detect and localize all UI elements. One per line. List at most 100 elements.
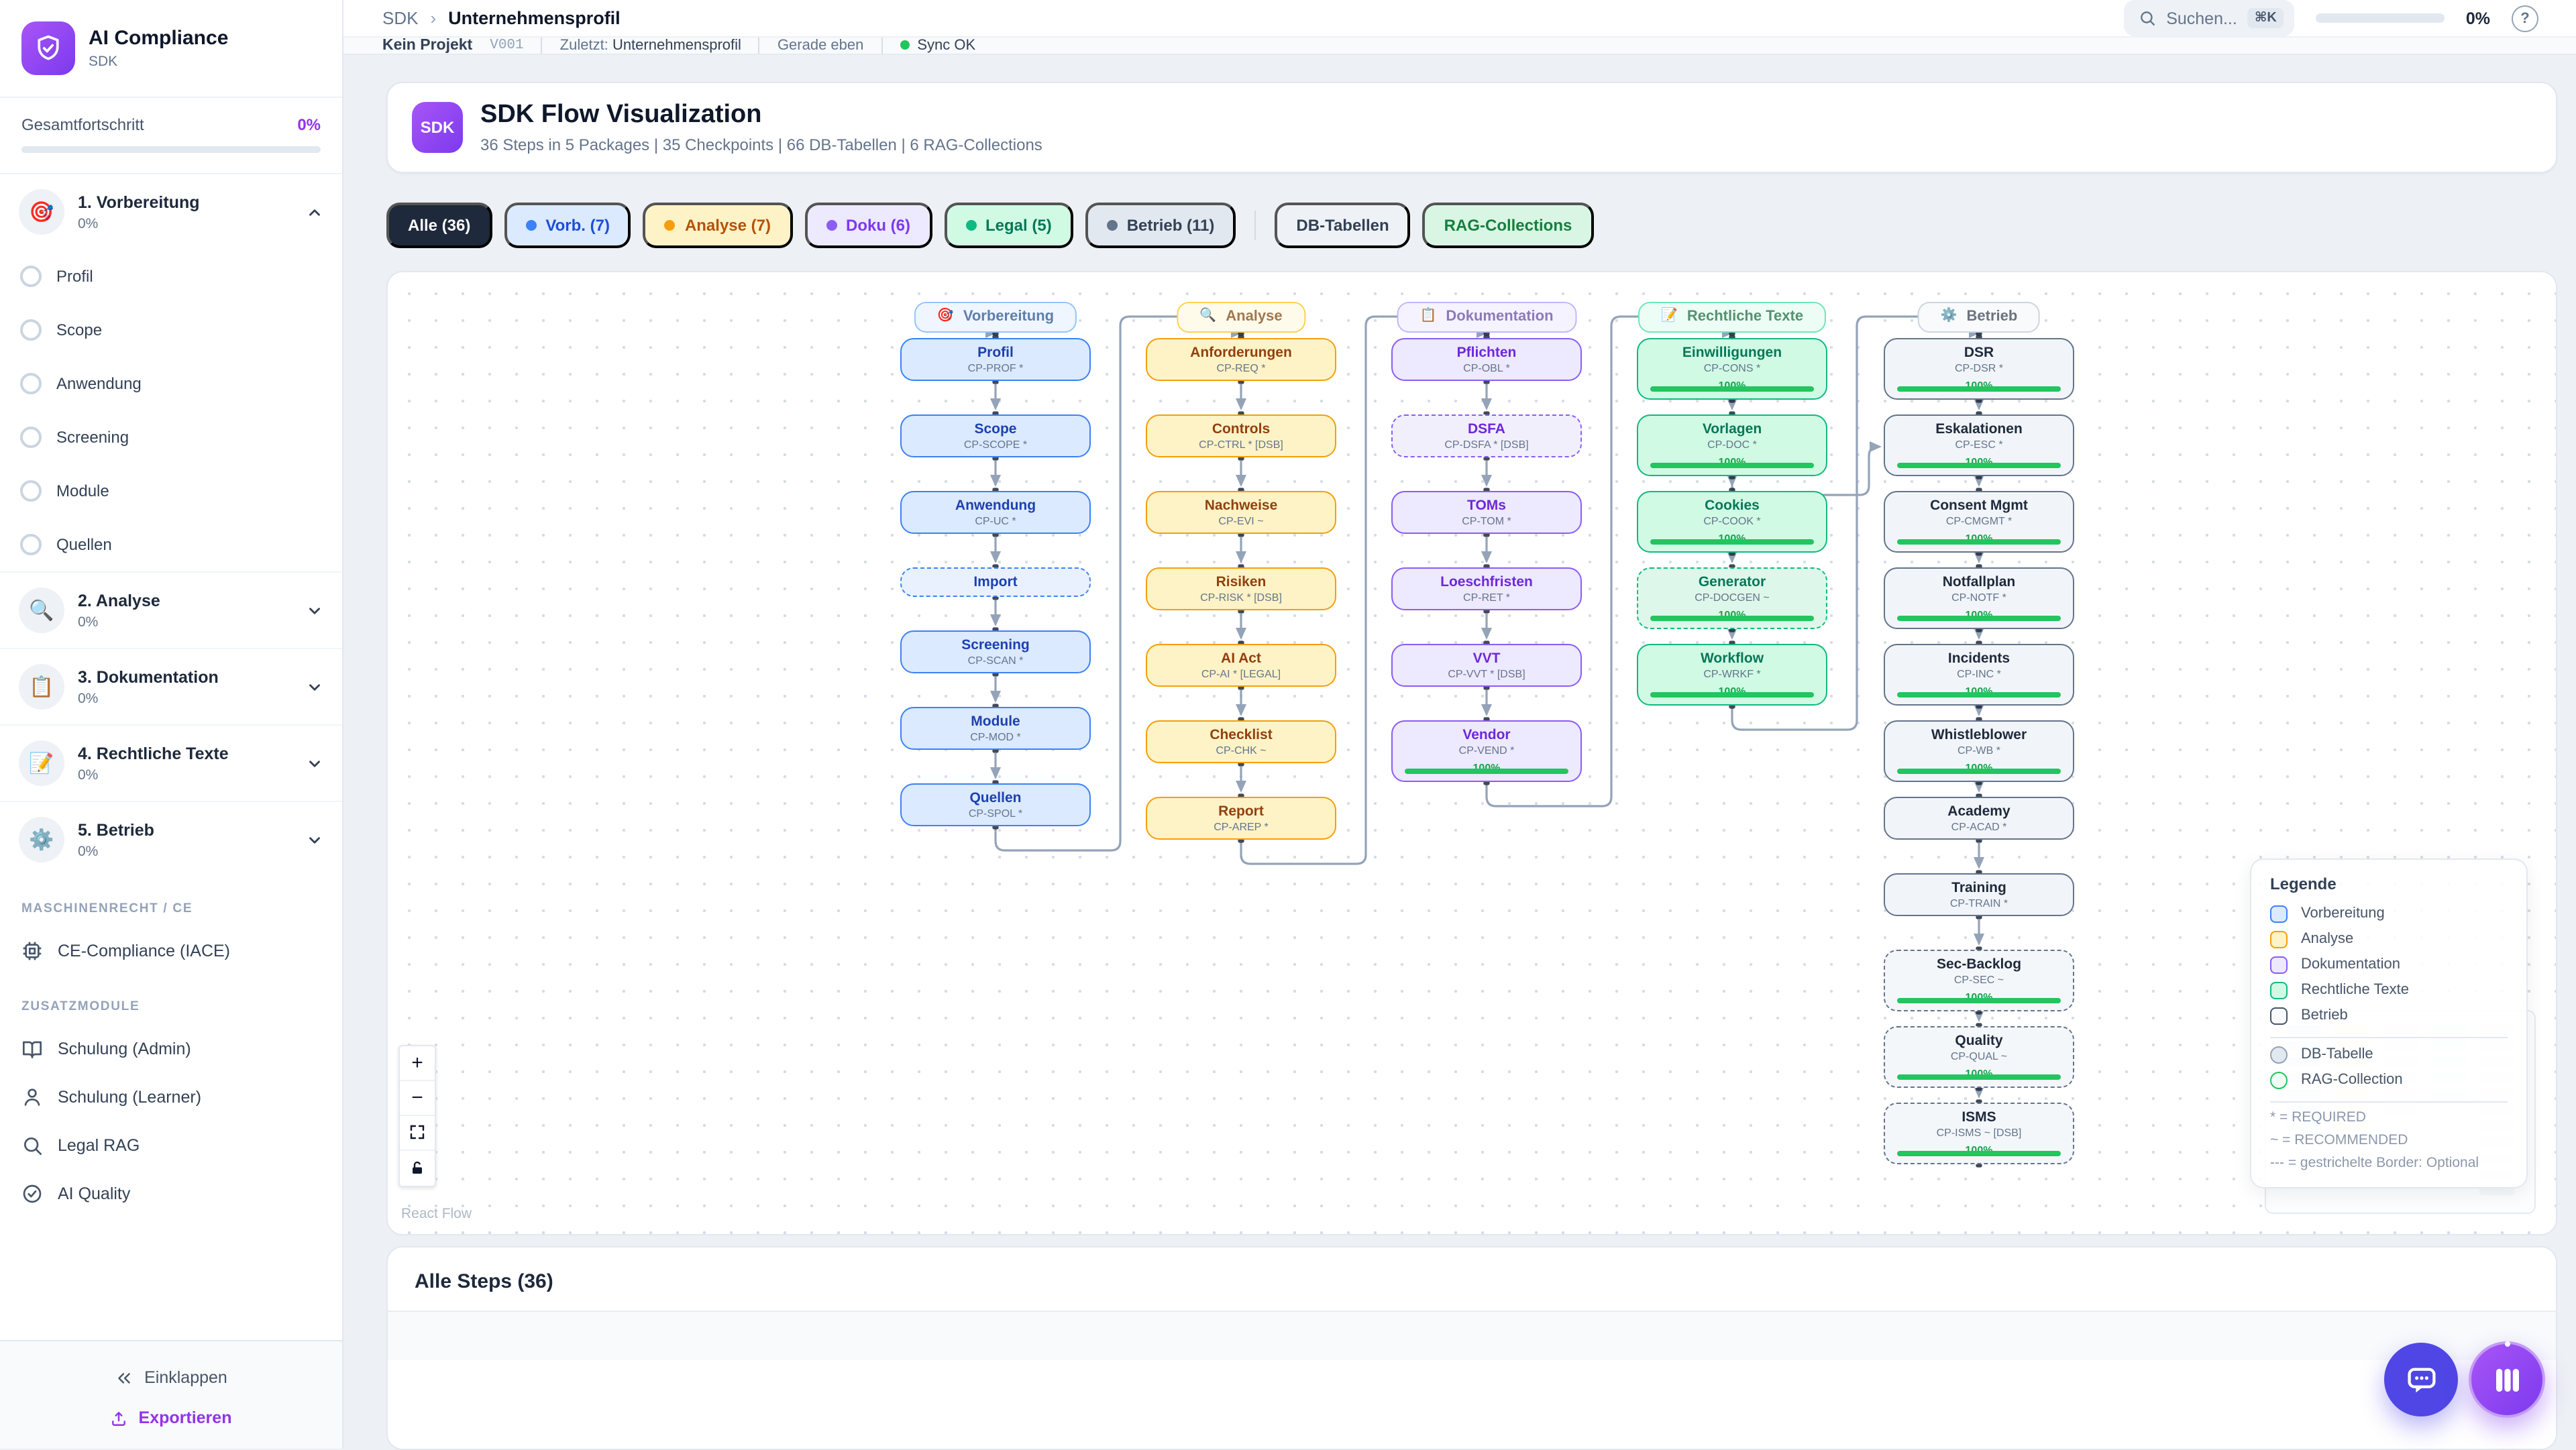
sidebar-step-module[interactable]: Module: [0, 464, 342, 518]
node-progress-bar: [1897, 386, 2061, 392]
fit-view-button[interactable]: [400, 1115, 435, 1151]
last-visited: Zuletzt: Unternehmensprofil: [559, 38, 741, 54]
flow-column-header-analyse[interactable]: 🔍Analyse: [1177, 301, 1305, 333]
chip-dot: [664, 219, 676, 231]
chevron-down-icon[interactable]: [306, 831, 323, 848]
legend-shape: RAG-Collection: [2270, 1071, 2508, 1089]
flow-column-header-legal[interactable]: 📝Rechtliche Texte: [1638, 301, 1827, 333]
filter-chip-betrieb[interactable]: Betrieb (11): [1085, 202, 1236, 248]
sidebar-item-ai-quality[interactable]: AI Quality: [0, 1170, 342, 1218]
node-code: CP-RET *: [1463, 591, 1510, 604]
sidebar-step-profil[interactable]: Profil: [0, 249, 342, 303]
zoom-out-button[interactable]: −: [400, 1080, 435, 1116]
sidebar-item-ce-compliance-iace-[interactable]: CE-Compliance (IACE): [0, 927, 342, 975]
overall-progress: Gesamtfortschritt 0%: [0, 98, 342, 174]
breadcrumb-root[interactable]: SDK: [382, 8, 419, 28]
chip-dot: [826, 219, 837, 231]
zoom-in-button[interactable]: +: [400, 1046, 435, 1081]
legend-note: ~ = RECOMMENDED: [2270, 1131, 2408, 1148]
reactflow-attribution[interactable]: React Flow: [401, 1205, 472, 1222]
sidebar-item-schulung-learner-[interactable]: Schulung (Learner): [0, 1073, 342, 1121]
filter-chip-analyse[interactable]: Analyse (7): [643, 202, 792, 248]
node-title: Nachweise: [1204, 497, 1278, 514]
legend-circle-swatch: [2270, 1046, 2288, 1064]
flow-node-import[interactable]: Import: [900, 567, 1091, 597]
sidebar-step-screening[interactable]: Screening: [0, 410, 342, 464]
flow-column-header-betrieb[interactable]: ⚙️Betrieb: [1917, 301, 2041, 333]
search-input[interactable]: Suchen... ⌘K: [2123, 0, 2294, 36]
kanban-fab-button[interactable]: [2469, 1341, 2545, 1418]
export-button[interactable]: Exportieren: [0, 1398, 342, 1427]
sidebar-item-legal-rag[interactable]: Legal RAG: [0, 1121, 342, 1170]
sidebar-step-anwendung[interactable]: Anwendung: [0, 357, 342, 410]
legend-swatch: [2270, 1007, 2288, 1025]
legend-swatch: [2270, 981, 2288, 999]
chevron-down-icon[interactable]: [306, 755, 323, 772]
chat-fab-button[interactable]: [2384, 1343, 2458, 1416]
divider: [2270, 1101, 2508, 1103]
filter-chip-doku[interactable]: Doku (6): [804, 202, 932, 248]
flow-column-header-dokumentation[interactable]: 📋Dokumentation: [1397, 301, 1576, 333]
filter-chip-legal[interactable]: Legal (5): [944, 202, 1073, 248]
sidebar-step-quellen[interactable]: Quellen: [0, 518, 342, 571]
filter-chip-all[interactable]: Alle (36): [386, 202, 492, 248]
chevron-down-icon[interactable]: [306, 602, 323, 619]
chevron-up-icon[interactable]: [306, 203, 323, 221]
node-code: CP-SCAN *: [967, 654, 1024, 667]
chevron-down-icon[interactable]: [306, 678, 323, 695]
collapse-sidebar-button[interactable]: Einklappen: [0, 1357, 342, 1398]
filter-chip-vorb[interactable]: Vorb. (7): [504, 202, 631, 248]
sidebar-step-scope[interactable]: Scope: [0, 303, 342, 357]
flow-column-label: Betrieb: [1966, 309, 2018, 325]
flow-column-header-vorbereitung[interactable]: 🎯Vorbereitung: [914, 301, 1077, 333]
help-icon[interactable]: ?: [2512, 5, 2538, 32]
filter-chip-db[interactable]: DB-Tabellen: [1275, 202, 1411, 248]
lock-button[interactable]: [400, 1150, 435, 1186]
flow-column-label: Analyse: [1226, 309, 1283, 325]
sidebar-item-schulung-admin-[interactable]: Schulung (Admin): [0, 1025, 342, 1073]
node-progress-bar: [1650, 616, 1814, 621]
filter-chip-rag[interactable]: RAG-Collections: [1422, 202, 1594, 248]
